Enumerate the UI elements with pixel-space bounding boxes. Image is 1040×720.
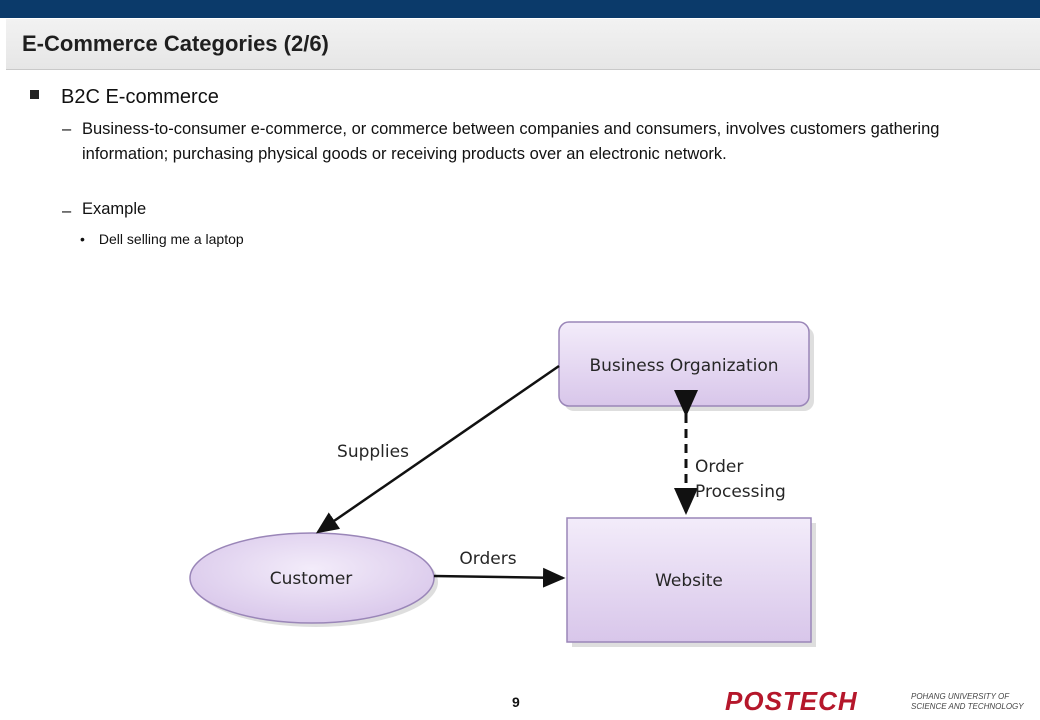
example-item-text: Dell selling me a laptop (98, 231, 244, 247)
bullet-b2c: B2C E-commerce (30, 86, 219, 109)
page-number: 9 (512, 694, 520, 710)
website-node: Website (566, 517, 816, 647)
business-organization-label: Business Organization (589, 356, 778, 376)
supplies-label: Supplies (337, 442, 409, 462)
postech-logo: POSTECH POHANG UNIVERSITY OF SCIENCE AND… (725, 686, 1025, 716)
business-organization-node: Business Organization (558, 321, 814, 411)
bullet-b2c-label: B2C E-commerce (61, 86, 219, 108)
example-label: Example (82, 200, 147, 218)
postech-wordmark: POSTECH (725, 686, 858, 716)
postech-subtitle-line2: SCIENCE AND TECHNOLOGY (911, 702, 1024, 711)
description-text: Business-to-consumer e-commerce, or comm… (82, 120, 940, 163)
square-bullet-icon (30, 90, 39, 99)
dash-marker-example: – (62, 202, 72, 220)
dash-marker: – (62, 120, 72, 138)
postech-subtitle-line1: POHANG UNIVERSITY OF (911, 692, 1010, 701)
customer-label: Customer (270, 569, 353, 589)
order-processing-label-line2: Processing (695, 482, 786, 502)
top-accent-bar (0, 0, 1040, 18)
example-item: • Dell selling me a laptop (80, 231, 244, 247)
orders-label: Orders (459, 549, 516, 569)
customer-node: Customer (189, 532, 438, 627)
title-bar: E-Commerce Categories (2/6) (6, 19, 1040, 70)
orders-arrow (433, 567, 566, 588)
bullet-dot-icon: • (80, 231, 85, 247)
supplies-arrow (315, 364, 560, 534)
website-label: Website (655, 571, 723, 591)
slide-title: E-Commerce Categories (2/6) (22, 31, 329, 56)
postech-subtitle: POHANG UNIVERSITY OF SCIENCE AND TECHNOL… (911, 692, 1031, 712)
order-processing-label-line1: Order (695, 457, 743, 477)
